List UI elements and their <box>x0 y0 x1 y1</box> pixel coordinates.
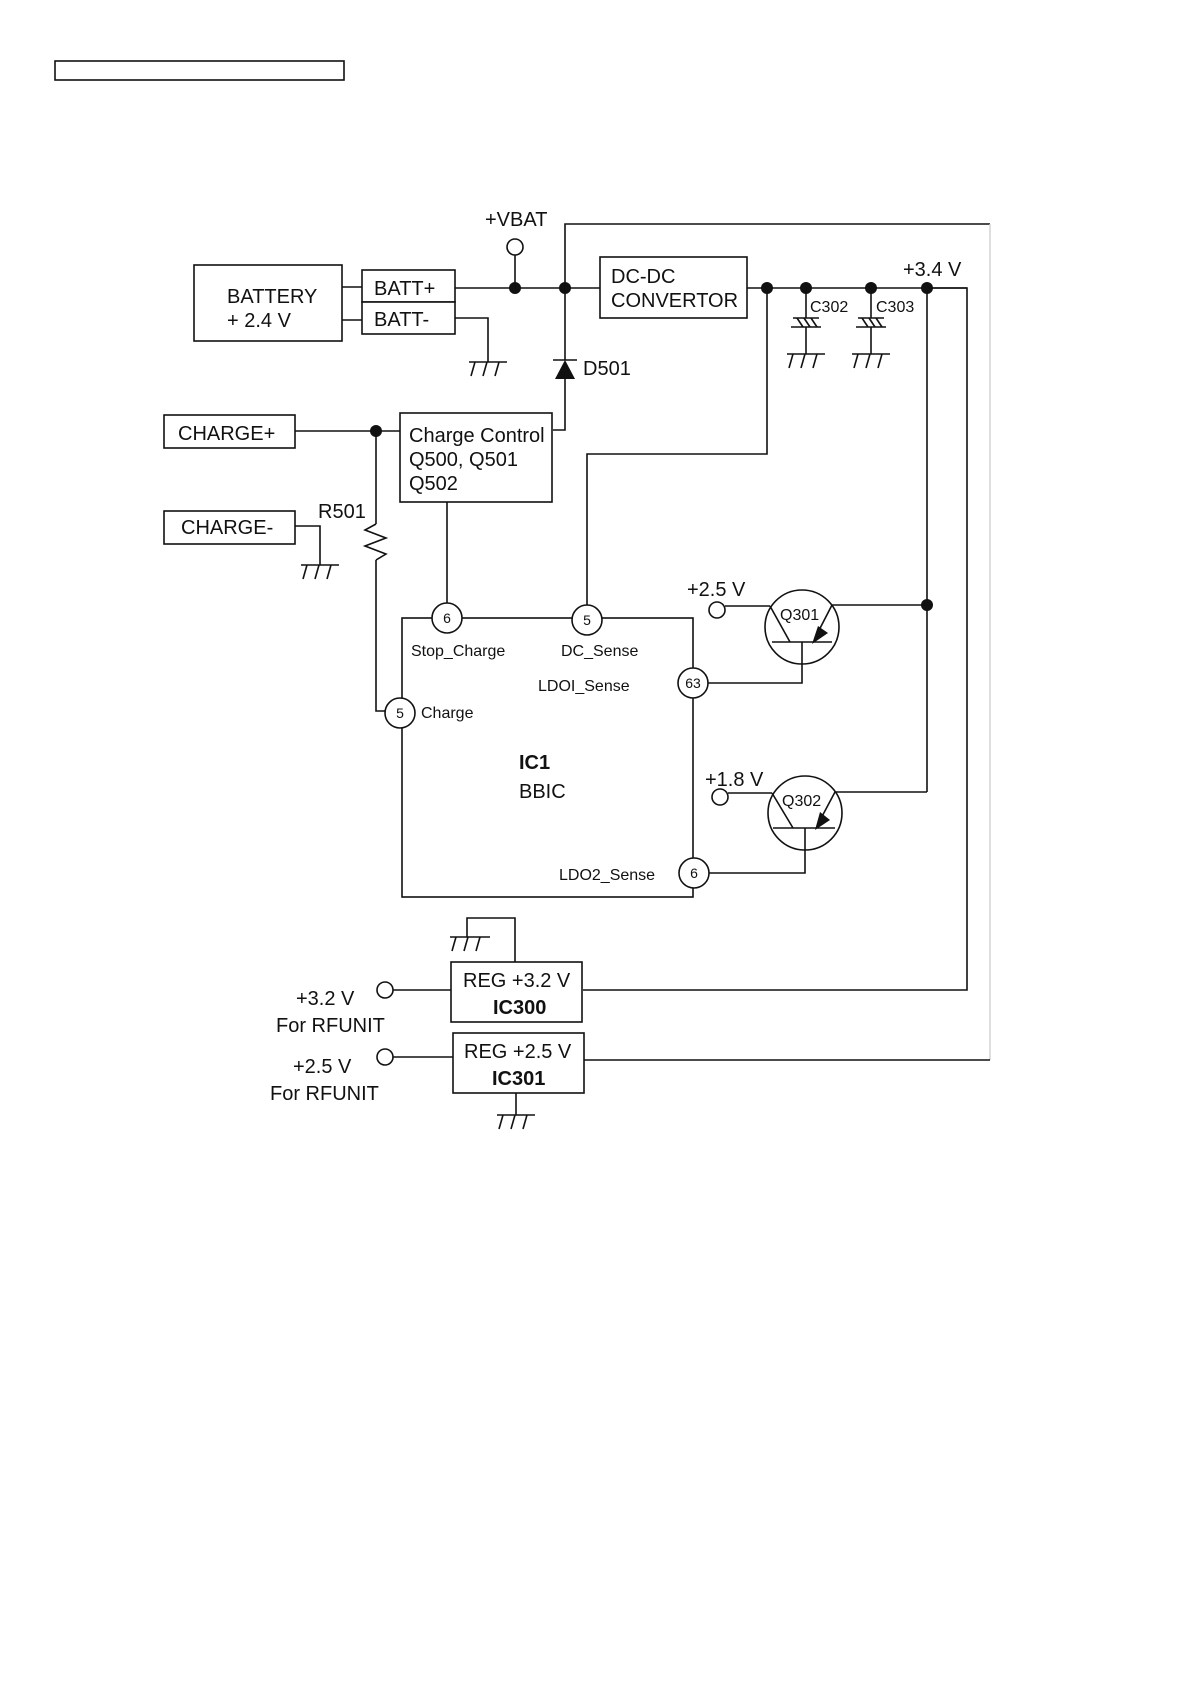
v25-output-sub: For RFUNIT <box>270 1083 379 1105</box>
transistor-q301: Q301 <box>764 589 840 680</box>
pin-label: Charge <box>421 705 474 722</box>
pin-label: LDOI_Sense <box>538 678 630 695</box>
transistor-q302: Q302 <box>767 775 843 872</box>
dcdc-converter-block: DC-DC CONVERTOR <box>599 256 748 319</box>
ground-symbol <box>497 1114 535 1130</box>
d501-label: D501 <box>583 358 631 380</box>
ground-symbol <box>450 936 490 952</box>
ic300-regulator: REG +3.2 V IC300 <box>450 961 583 1023</box>
charge-plus-terminal: CHARGE+ <box>163 414 296 449</box>
ic301-regulator: REG +2.5 V IC301 <box>452 1032 585 1094</box>
q302-label: Q302 <box>782 793 821 810</box>
battery-voltage: + 2.4 V <box>227 310 292 332</box>
r501-label: R501 <box>318 501 366 523</box>
batt-connector: BATT+ BATT- <box>361 269 456 335</box>
battery-label: BATTERY <box>227 286 317 308</box>
diode-d501 <box>553 359 577 379</box>
c303-label: C303 <box>876 299 914 316</box>
ground-symbol <box>301 564 339 580</box>
pin-charge <box>384 697 416 729</box>
charge-minus-terminal: CHARGE- <box>163 510 296 545</box>
v25-test-point <box>708 601 726 619</box>
pin-number: 5 <box>583 612 591 628</box>
pin-number: 6 <box>690 865 698 881</box>
v18-q302-label: +1.8 V <box>705 769 764 791</box>
ic300-label-1: REG +3.2 V <box>463 970 571 992</box>
capacitor-c303 <box>852 288 890 369</box>
v25-q301-label: +2.5 V <box>687 579 746 601</box>
ic301-label-2: IC301 <box>492 1068 545 1090</box>
header-box <box>54 60 345 81</box>
charge-control-label-1: Charge Control <box>409 425 545 447</box>
v32-output-sub: For RFUNIT <box>276 1015 385 1037</box>
ic1-name: IC1 <box>519 752 550 774</box>
batt-plus-label: BATT+ <box>374 278 435 300</box>
ic300-label-2: IC300 <box>493 997 546 1019</box>
pin-number: 63 <box>685 675 701 691</box>
resistor-r501 <box>362 523 389 561</box>
capacitor-c302 <box>787 288 825 369</box>
battery-block: BATTERY + 2.4 V <box>193 264 343 342</box>
v25-output-label: +2.5 V <box>293 1056 352 1078</box>
batt-minus-label: BATT- <box>374 309 429 331</box>
ground-symbol <box>469 361 507 377</box>
ic301-label-1: REG +2.5 V <box>464 1041 572 1063</box>
pin-label: DC_Sense <box>561 643 638 660</box>
v18-test-point <box>711 788 729 806</box>
charge-control-label-3: Q502 <box>409 473 458 495</box>
pin-number: 5 <box>396 705 404 721</box>
pin-label: Stop_Charge <box>411 643 505 660</box>
dcdc-label-2: CONVERTOR <box>611 290 738 312</box>
charge-control-label-2: Q500, Q501 <box>409 449 518 471</box>
dcdc-label-1: DC-DC <box>611 266 675 288</box>
v32-output-terminal <box>376 981 394 999</box>
v34-label: +3.4 V <box>903 259 962 281</box>
pin-stop-charge <box>431 602 463 634</box>
charge-minus-label: CHARGE- <box>181 517 273 539</box>
vbat-test-point <box>506 238 524 256</box>
pin-dc-sense <box>571 604 603 636</box>
pin-label: LDO2_Sense <box>559 867 655 884</box>
pin-number: 6 <box>443 610 451 626</box>
c302-label: C302 <box>810 299 848 316</box>
vbat-label: +VBAT <box>485 209 547 231</box>
charge-plus-label: CHARGE+ <box>178 423 275 445</box>
ic1-bbic: IC1 BBIC <box>401 617 694 898</box>
charge-control-block: Charge Control Q500, Q501 Q502 <box>399 412 553 503</box>
q301-label: Q301 <box>780 607 819 624</box>
v25-output-terminal <box>376 1048 394 1066</box>
ic1-desc: BBIC <box>519 781 566 803</box>
v32-output-label: +3.2 V <box>296 988 355 1010</box>
